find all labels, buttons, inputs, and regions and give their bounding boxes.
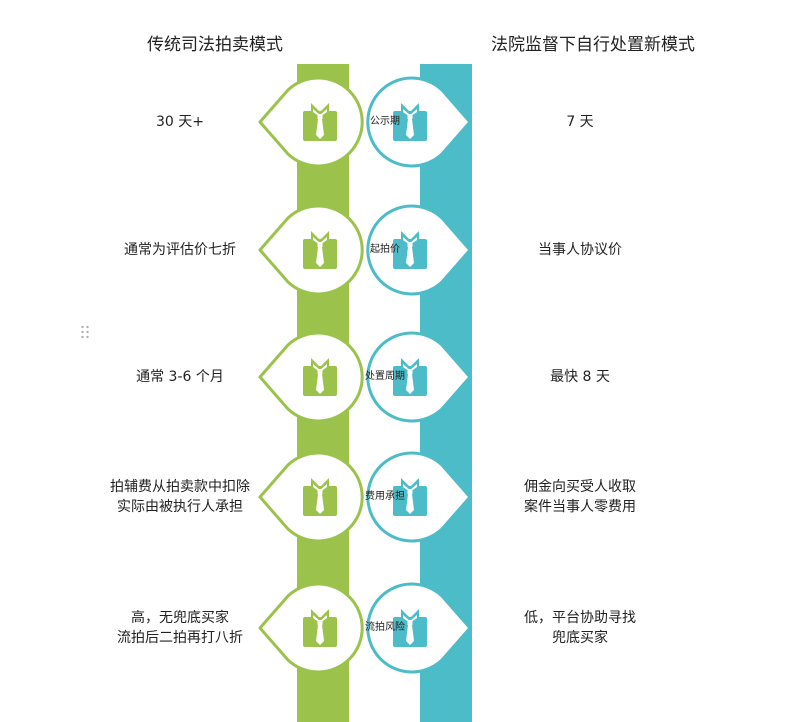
row-label: 费用承担 (365, 491, 405, 502)
left-badge (258, 451, 364, 543)
left-value-line: 通常 3-6 个月 (136, 369, 224, 385)
left-value-line: 高，无兜底买家 (131, 610, 229, 626)
shirt-and-tie-icon (303, 478, 337, 516)
right-value-line: 当事人协议价 (538, 242, 622, 258)
right-value-line: 案件当事人零费用 (524, 499, 636, 515)
right-value-line: 兜底买家 (552, 630, 608, 646)
left-column-title: 传统司法拍卖模式 (147, 35, 283, 55)
left-value-line: 通常为评估价七折 (124, 242, 236, 258)
row-label: 处置周期 (365, 371, 405, 382)
right-badge (366, 204, 472, 296)
right-badge (366, 76, 472, 168)
row-label: 公示期 (370, 116, 400, 127)
right-value-line: 佣金向买受人收取 (524, 479, 636, 495)
right-value-line: 低，平台协助寻找 (524, 610, 636, 626)
right-column-title: 法院监督下自行处置新模式 (491, 35, 695, 55)
shirt-and-tie-icon (303, 609, 337, 647)
shirt-and-tie-icon (303, 231, 337, 269)
shirt-and-tie-icon (303, 358, 337, 396)
shirt-and-tie-icon (393, 478, 427, 516)
left-value-line: 拍辅费从拍卖款中扣除 (110, 479, 250, 495)
shirt-and-tie-icon (393, 231, 427, 269)
left-badge (258, 582, 364, 674)
left-value-line: 实际由被执行人承担 (117, 499, 243, 515)
right-badge (366, 331, 472, 423)
right-value-line: 最快 8 天 (550, 369, 610, 385)
shirt-and-tie-icon (303, 103, 337, 141)
left-value: 通常 3-6 个月 (90, 367, 270, 387)
right-value: 当事人协议价 (480, 240, 680, 260)
row-label: 起拍价 (370, 244, 400, 255)
right-badge (366, 451, 472, 543)
right-value: 佣金向买受人收取案件当事人零费用 (480, 477, 680, 517)
left-value: 30 天+ (90, 112, 270, 132)
left-value-line: 30 天+ (156, 114, 204, 130)
row-label: 流拍风险 (365, 622, 405, 633)
right-value: 低，平台协助寻找兜底买家 (480, 608, 680, 648)
shirt-and-tie-icon (393, 358, 427, 396)
left-badge (258, 204, 364, 296)
shirt-and-tie-icon (393, 103, 427, 141)
left-value-line: 流拍后二拍再打八折 (117, 630, 243, 646)
left-value: 拍辅费从拍卖款中扣除实际由被执行人承担 (90, 477, 270, 517)
left-value: 高，无兜底买家流拍后二拍再打八折 (90, 608, 270, 648)
right-value: 7 天 (480, 112, 680, 132)
right-value-line: 7 天 (566, 114, 594, 130)
left-value: 通常为评估价七折 (90, 240, 270, 260)
right-badge (366, 582, 472, 674)
shirt-and-tie-icon (393, 609, 427, 647)
left-badge (258, 76, 364, 168)
right-value: 最快 8 天 (480, 367, 680, 387)
left-badge (258, 331, 364, 423)
drag-handle-icon[interactable] (80, 324, 90, 340)
